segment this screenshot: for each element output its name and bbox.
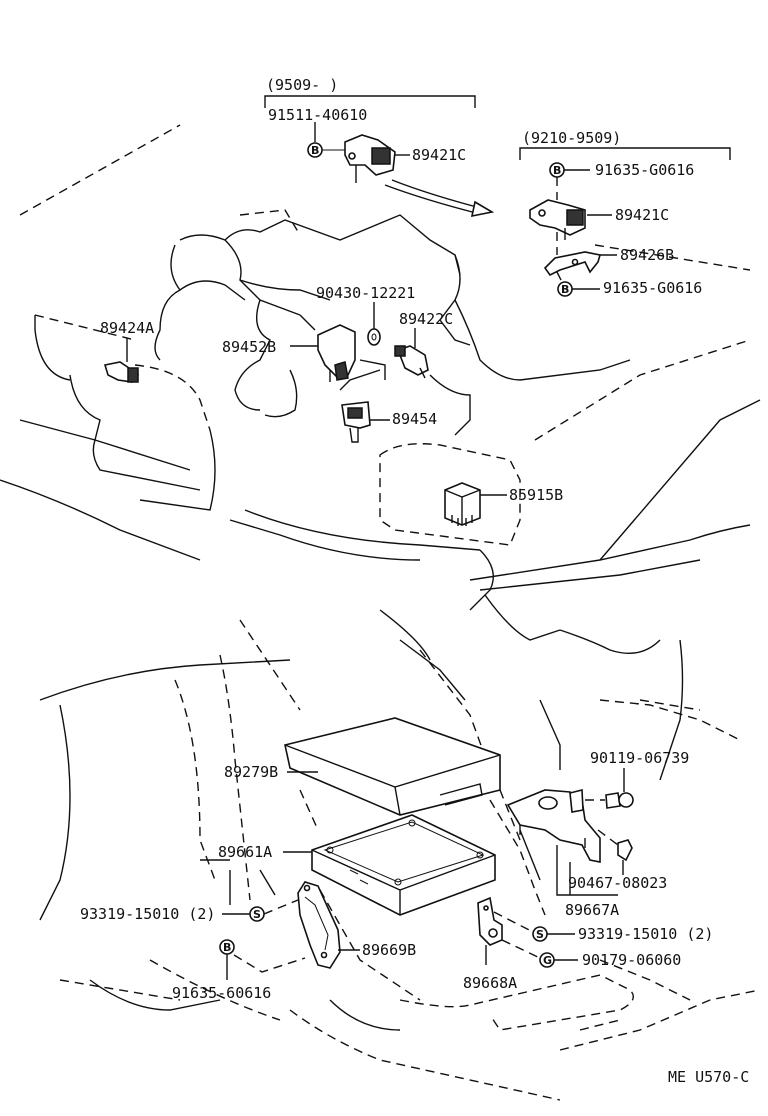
engine-outline	[0, 124, 761, 611]
bolt-symbol-b: B	[307, 142, 323, 158]
label-90179-06060: 90179-06060	[582, 951, 681, 969]
svg-text:G: G	[543, 954, 552, 967]
engine-sensors: 90430-12221 89424A 89452B 89422C 89454	[100, 284, 563, 526]
label-89421C-alt: 89421C	[615, 206, 669, 224]
diagram-code: ME U570-C	[668, 1068, 749, 1086]
label-93319-15010-left: 93319-15010 (2)	[80, 905, 215, 923]
label-89667A: 89667A	[565, 901, 619, 919]
arrow-icon	[470, 200, 495, 218]
clip-90467-08023	[597, 829, 633, 862]
knock-sensor-89452B	[317, 324, 356, 382]
screw-symbol-s-right: S	[532, 926, 548, 942]
bracket-89667A	[506, 788, 601, 863]
lower-outline	[39, 594, 761, 1101]
ecu-cover-89279B	[284, 717, 521, 841]
label-91511-40610: 91511-40610	[268, 106, 367, 124]
screw-symbol-s-left: S	[249, 906, 265, 922]
bracket-89668A	[477, 896, 503, 946]
label-90467-08023: 90467-08023	[568, 874, 667, 892]
group-label-9210-9509: (9210-9509)	[522, 129, 621, 147]
label-85915B: 85915B	[509, 486, 563, 504]
vacuum-sensor-89421C-alt	[529, 199, 586, 240]
ecu-89661A	[311, 814, 496, 916]
svg-text:B: B	[311, 144, 319, 157]
bracket-89669B	[297, 881, 341, 969]
bolt-symbol-b-upper: B	[549, 162, 565, 178]
group-label-9509: (9509- )	[266, 76, 338, 94]
nut-symbol-g: G	[539, 952, 555, 968]
label-89422C: 89422C	[399, 310, 453, 328]
svg-text:B: B	[553, 164, 561, 177]
svg-text:S: S	[253, 908, 261, 921]
bolt-symbol-b-lower: B	[557, 281, 573, 297]
label-90119-06739: 90119-06739	[590, 749, 689, 767]
label-89669B: 89669B	[362, 941, 416, 959]
svg-text:B: B	[561, 283, 569, 296]
label-90430-12221: 90430-12221	[316, 284, 415, 302]
label-91635-60616: 91635-60616	[172, 984, 271, 1002]
temp-sensor-89424A	[103, 361, 140, 383]
relay-85915B	[444, 482, 481, 526]
label-91635-G0616-lower: 91635-G0616	[603, 279, 702, 297]
pressure-switch-89454	[341, 401, 371, 443]
group-9210-9509: (9210-9509) B 91635-G0616 89421C 89426B …	[519, 129, 731, 297]
vacuum-sensor-89421C	[344, 134, 396, 183]
gasket-icon	[367, 328, 381, 346]
label-89279B: 89279B	[224, 763, 278, 781]
label-89424A: 89424A	[100, 319, 154, 337]
label-89661A: 89661A	[218, 843, 272, 861]
temp-sensor-89422C	[394, 345, 429, 379]
bracket-89426B	[543, 251, 602, 277]
label-89421C-top: 89421C	[412, 146, 466, 164]
svg-text:B: B	[223, 941, 231, 954]
group-9509: (9509- ) 91511-40610 B 89421C	[264, 76, 495, 218]
label-89454: 89454	[392, 410, 437, 428]
label-93319-15010-right: 93319-15010 (2)	[578, 925, 713, 943]
label-89426B: 89426B	[620, 246, 674, 264]
bolt-symbol-b-bottom: B	[219, 939, 235, 955]
label-91635-G0616-upper: 91635-G0616	[595, 161, 694, 179]
label-89668A: 89668A	[463, 974, 517, 992]
label-89452B: 89452B	[222, 338, 276, 356]
svg-text:S: S	[536, 928, 544, 941]
bolt-90119-06739	[585, 792, 634, 809]
